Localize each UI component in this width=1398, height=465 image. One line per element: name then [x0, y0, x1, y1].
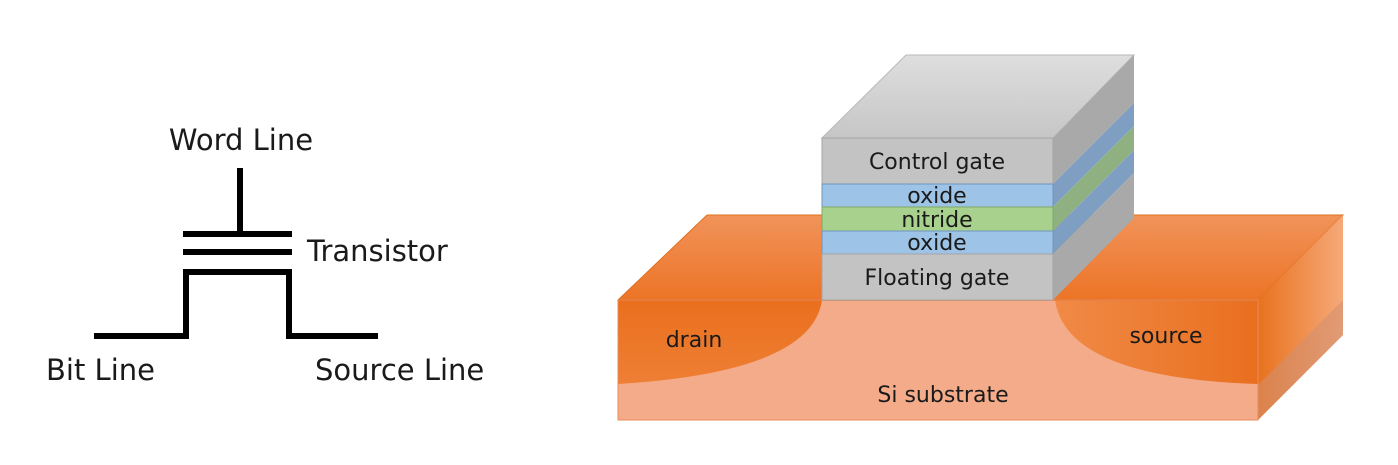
oxide-top-label: oxide	[907, 184, 966, 209]
transistor-label: Transistor	[306, 234, 448, 268]
bit-line-label: Bit Line	[46, 353, 155, 387]
nitride-layer	[821, 206, 1054, 232]
gate-side-nitride	[1053, 126, 1134, 231]
floating-gate-layer	[821, 253, 1054, 301]
gate-side-control	[1053, 55, 1134, 184]
oxide-bottom-label: oxide	[907, 231, 966, 256]
substrate-right-lower	[1258, 300, 1343, 420]
source-label: source	[1129, 324, 1202, 349]
control-gate-label: Control gate	[869, 150, 1005, 175]
word-line-label: Word Line	[169, 123, 313, 157]
drain-label: drain	[666, 328, 723, 353]
gate-side-oxide-bottom	[1053, 150, 1134, 254]
floating-gate-label: Floating gate	[865, 266, 1010, 291]
gate-side-oxide-top	[1053, 103, 1134, 207]
control-gate-layer	[821, 137, 1054, 185]
gate-side-floating	[1053, 173, 1134, 300]
nitride-label: nitride	[901, 208, 972, 233]
drain-region	[618, 300, 822, 384]
source-region	[1055, 300, 1258, 384]
source-line-label: Source Line	[315, 353, 484, 387]
memory-cell-3d: Control gate oxide nitride oxide Floatin…	[616, 54, 1345, 421]
transistor-schematic: Word Line Transistor Bit Line Source Lin…	[46, 123, 484, 387]
channel-wire	[94, 269, 378, 339]
substrate-label: Si substrate	[877, 383, 1008, 408]
